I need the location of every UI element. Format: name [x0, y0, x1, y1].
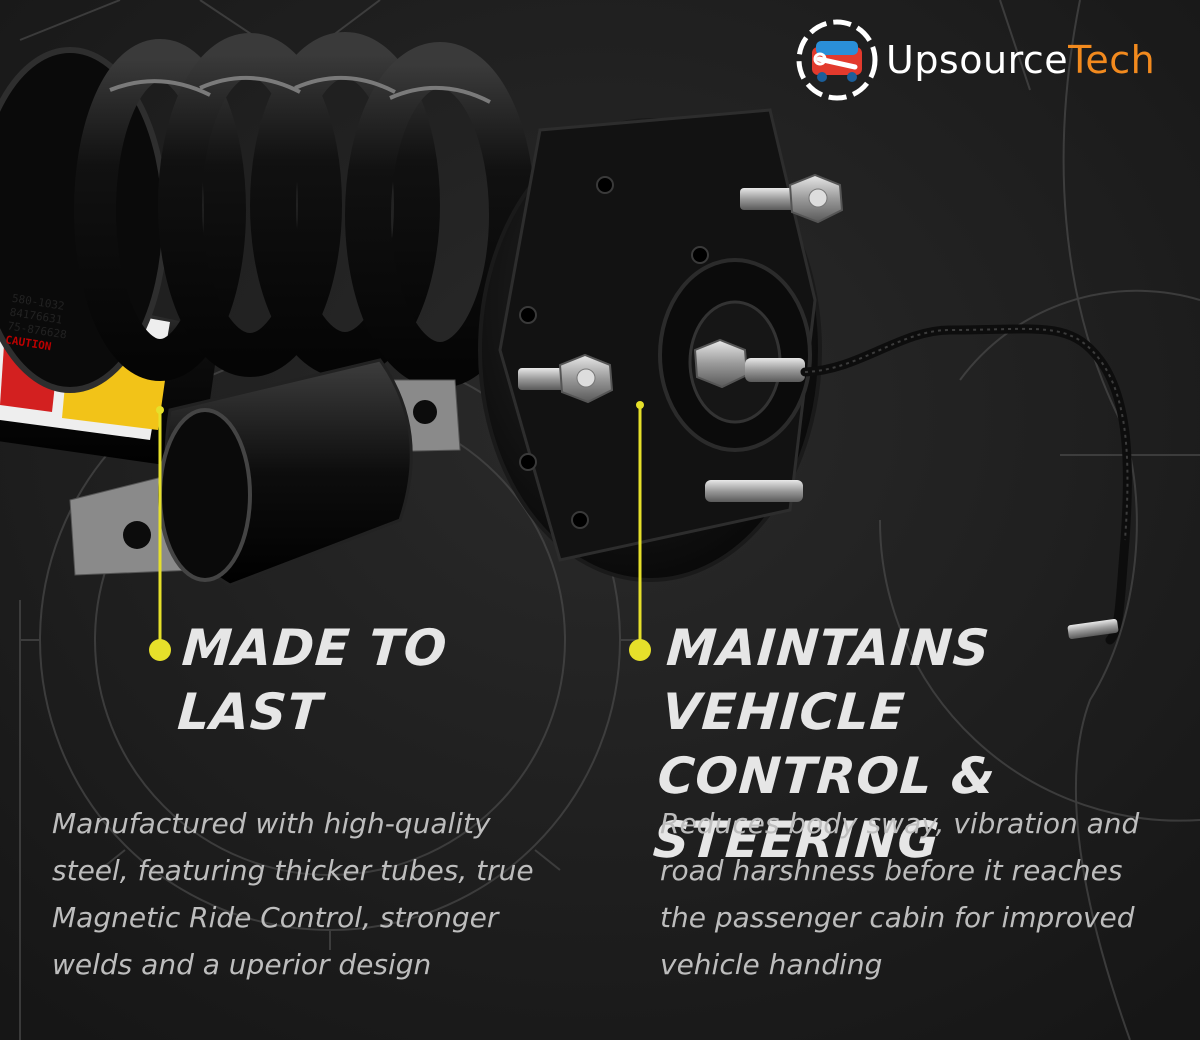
brand-name: UpsourceTech	[886, 38, 1155, 82]
wrench-car-icon	[796, 19, 878, 101]
feature-2-description: Reduces body sway, vibration and road ha…	[660, 807, 1140, 981]
feature-1-heading-text: MADE TO LAST	[175, 619, 450, 741]
wire-connector	[1067, 618, 1119, 640]
callout-vehicle-control	[629, 401, 651, 661]
lower-bushing-bracket	[69, 358, 461, 587]
mounting-studs	[518, 173, 844, 502]
brand-name-part1: Upsource	[886, 38, 1069, 82]
feature-2-heading-line-1: MAINTAINS VEHICLE	[660, 619, 993, 741]
brand-name-part2: Tech	[1068, 38, 1156, 82]
feature-1-description: Manufactured with high-quality steel, fe…	[52, 807, 534, 981]
coil-spring	[0, 32, 535, 393]
strut-mount-plate	[478, 108, 822, 582]
brand-logo: UpsourceTech	[792, 14, 1192, 106]
callout-made-to-last	[149, 406, 171, 661]
feature-heading-made-to-last: MADE TO LAST	[176, 616, 565, 744]
